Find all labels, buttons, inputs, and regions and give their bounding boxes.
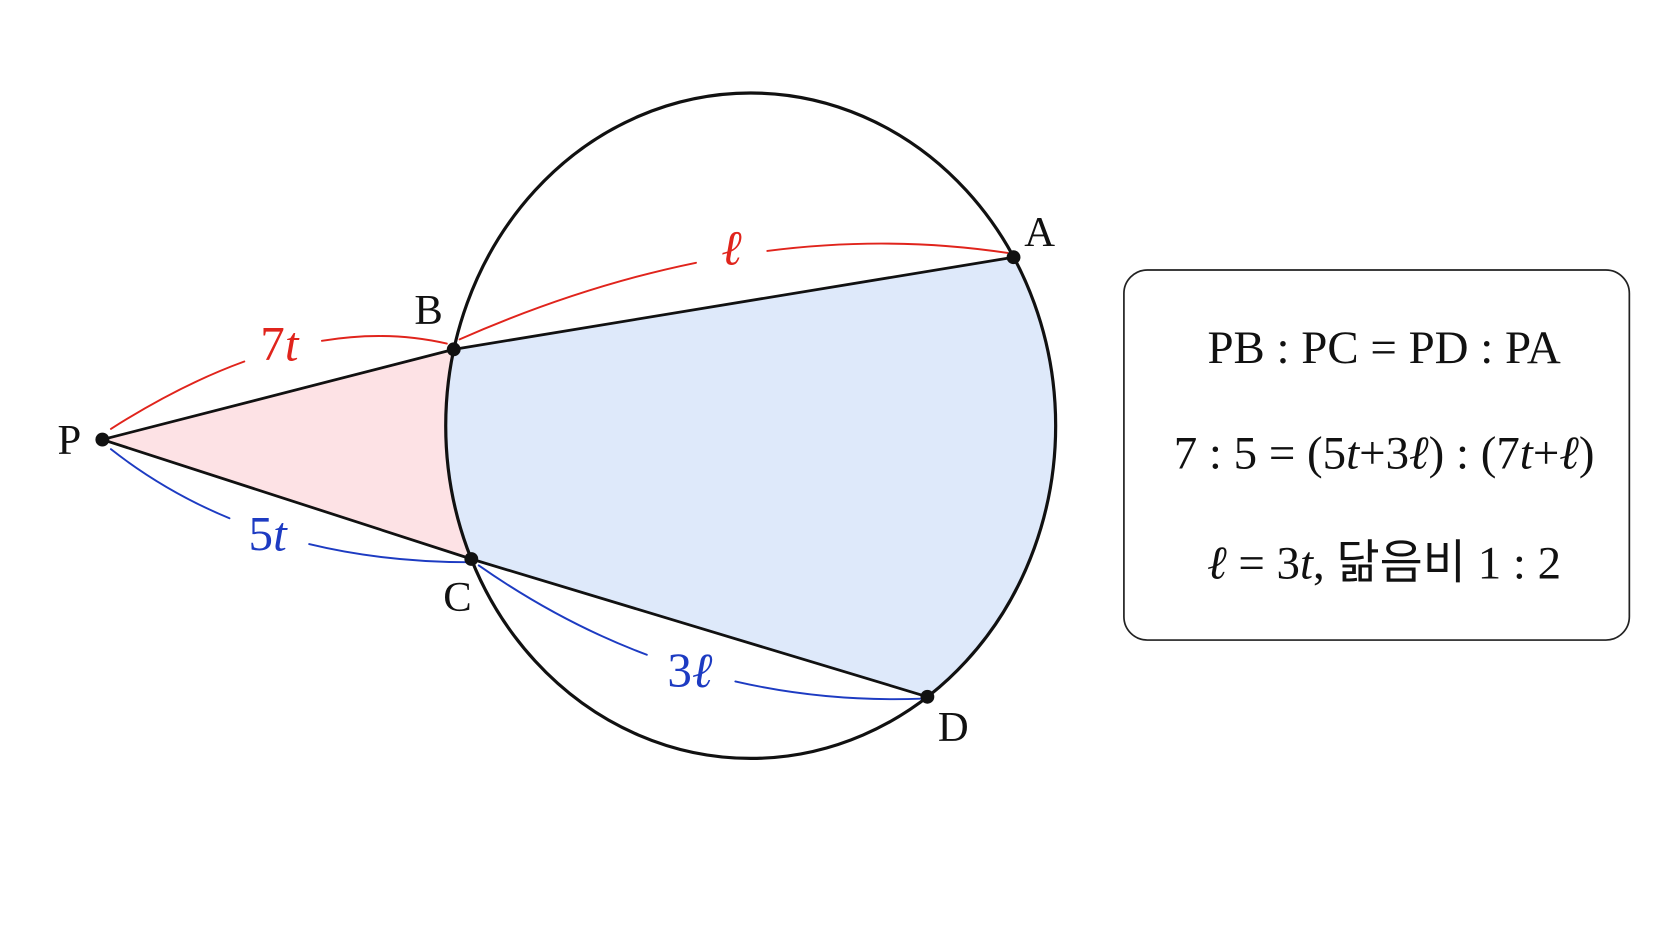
point-label-d: D [938,704,969,751]
math-variable: t [273,506,288,561]
equation-line-substitution: 7 : 5 = (5t+3ℓ) : (7t+ℓ) [1174,427,1595,479]
equation-box-frame [1123,269,1631,641]
point-p [95,432,110,447]
brace-pc-left [109,448,231,520]
math-variable: ℓ [1409,427,1429,479]
triangle-pbc-region [102,349,472,560]
label-ba: ℓ [721,220,742,275]
brace-cd-right [734,680,923,701]
brace-pb-right [320,335,448,345]
brace-ba-right [766,242,1009,254]
brace-pc-right [308,543,467,564]
point-a [1006,250,1021,265]
equation-line-result: ℓ = 3t, 닮음비 1 : 2 [1207,537,1561,589]
brace-pc [109,448,467,564]
math-variable: t [1346,427,1360,479]
equation-box: PB : PC = PD : PA 7 : 5 = (5t+3ℓ) : (7t+… [1123,269,1631,641]
math-variable: ℓ [1559,427,1579,479]
point-label-p: P [57,417,81,464]
point-label-a: A [1024,209,1055,256]
label-pb: 7t [260,316,300,371]
brace-cd-left [477,564,648,656]
math-variable: ℓ [692,642,713,697]
quadrilateral-bcda-region [445,257,1056,697]
math-variable: t [1300,537,1314,589]
math-variable: t [1520,427,1534,479]
point-label-c: C [443,574,471,621]
equation-line-proportion: PB : PC = PD : PA [1207,322,1560,374]
brace-cd [477,564,923,701]
math-variable: ℓ [1207,537,1227,589]
point-b [446,342,461,357]
math-variable: ℓ [721,220,742,275]
circle [444,91,1058,761]
math-variable: t [285,316,300,371]
brace-pb-left [109,360,246,430]
point-c [464,552,479,566]
brace-pb [109,335,448,430]
label-cd: 3ℓ [667,642,713,697]
point-d [920,689,935,704]
brace-ba [458,242,1009,341]
label-pc: 5t [249,506,289,561]
point-label-b: B [414,287,442,334]
brace-ba-left [458,261,697,341]
